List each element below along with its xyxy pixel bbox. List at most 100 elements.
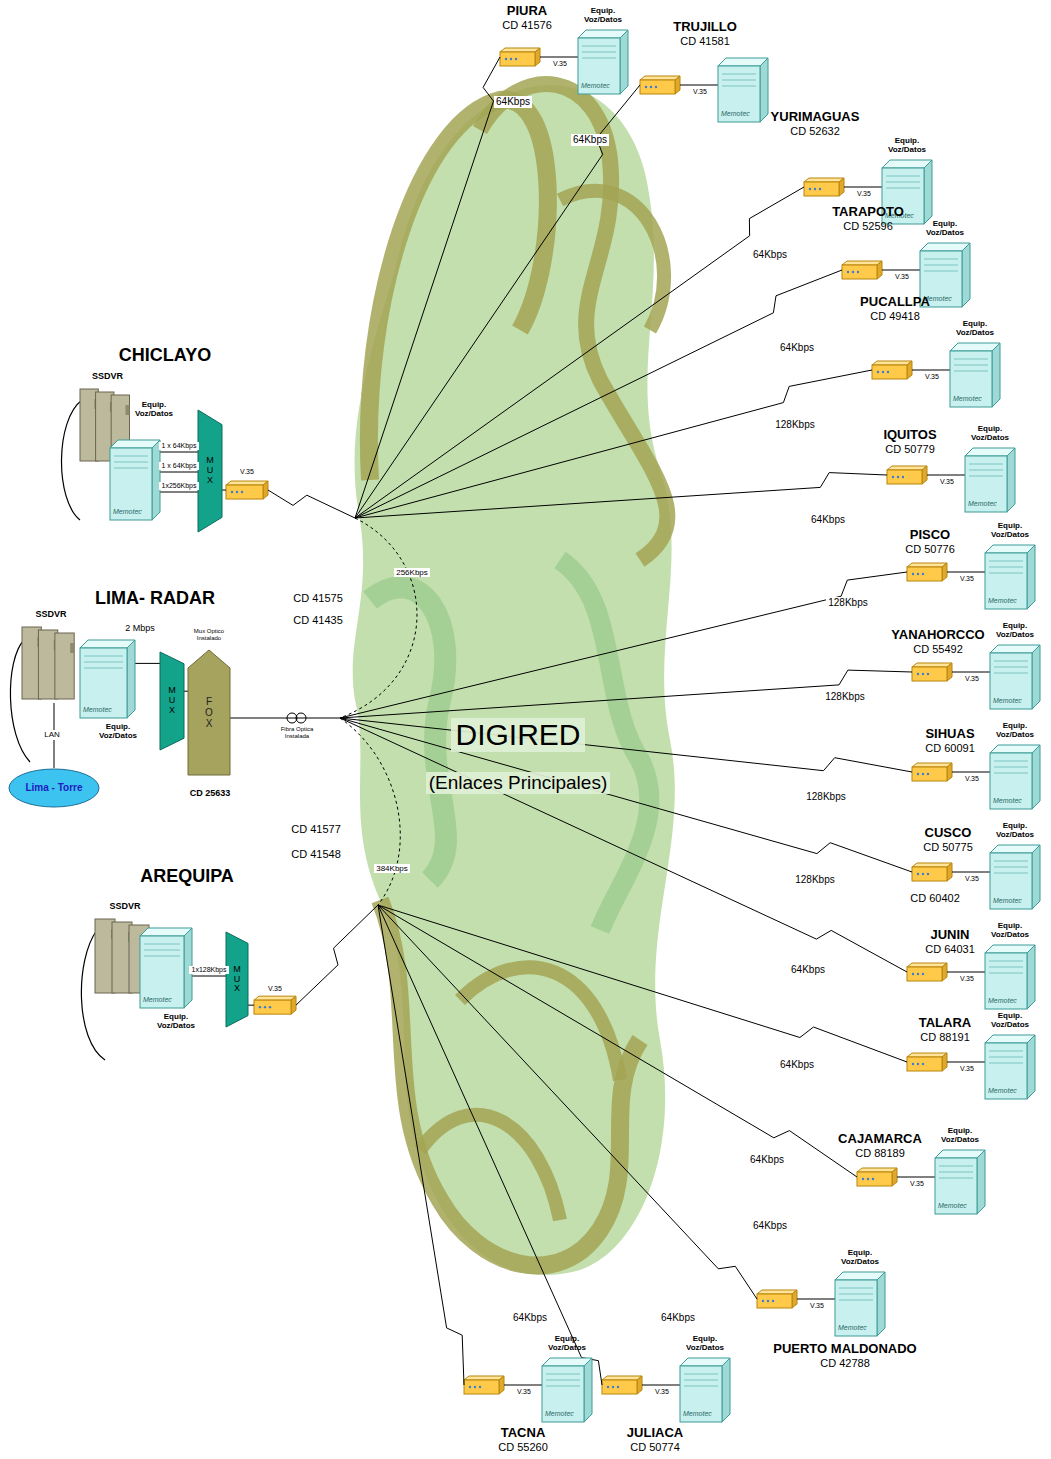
unit-slot	[546, 1386, 580, 1387]
text-label: CD 88189	[855, 1147, 905, 1160]
text-label: CD 60091	[925, 742, 975, 755]
text-label: CD 50776	[905, 543, 955, 556]
unit-slot	[582, 46, 616, 47]
brand-label: Memotec	[683, 1410, 712, 1418]
modem-top	[226, 481, 268, 485]
modem-light	[917, 773, 919, 775]
brand-label: Memotec	[83, 706, 112, 714]
text-label: V.35	[965, 775, 979, 783]
mux-body	[198, 410, 222, 532]
unit-side	[620, 30, 628, 94]
unit-slot	[546, 1374, 580, 1375]
unit-heading: Equip. Voz/Datos	[991, 721, 1039, 739]
link-label: 64Kbps	[789, 964, 827, 976]
link-label: 1x256Kbps	[159, 482, 198, 490]
unit-front	[990, 853, 1032, 909]
modem-light	[862, 1178, 864, 1180]
text-label: CD 52632	[790, 125, 840, 138]
site-title: AREQUIPA	[140, 866, 234, 887]
modem-top	[887, 466, 927, 470]
text-label: PIURA	[507, 4, 547, 19]
text-label: CD 41548	[291, 848, 341, 861]
modem-light	[927, 873, 929, 875]
text-label: PUERTO MALDONADO	[773, 1342, 916, 1357]
brand-label: Memotec	[988, 1087, 1017, 1095]
modem-light	[917, 673, 919, 675]
brand-label: Memotec	[953, 395, 982, 403]
unit-side	[1027, 545, 1035, 609]
unit-slot	[886, 182, 920, 183]
modem-side	[499, 1376, 504, 1394]
memotec-unit: Equip. Voz/DatosMemotec	[990, 745, 1040, 809]
modem-light	[912, 973, 914, 975]
unit-slot	[994, 761, 1028, 762]
text-label: V.35	[965, 675, 979, 683]
text-label: TRUJILLO	[673, 20, 737, 35]
link-line	[355, 57, 578, 518]
modem-light	[922, 573, 924, 575]
modem-light	[867, 1178, 869, 1180]
unit-slot	[924, 265, 958, 266]
unit-slot	[989, 961, 1023, 962]
unit-heading: Equip. Voz/Datos	[986, 521, 1034, 539]
modem-light	[917, 573, 919, 575]
modem-light	[902, 476, 904, 478]
modem-light	[847, 271, 849, 273]
unit-front	[680, 1366, 722, 1422]
unit-side	[877, 1272, 885, 1336]
link-label: 64Kbps	[809, 514, 847, 526]
brand-label: Memotec	[143, 996, 172, 1004]
link-label: V.35	[266, 985, 284, 993]
modem-light	[877, 371, 879, 373]
rack-panel	[55, 633, 74, 699]
modem-side	[942, 963, 947, 981]
modem-front	[912, 867, 947, 881]
text-label: CD 42788	[820, 1357, 870, 1370]
ssdvr-rack: SSDVR	[22, 623, 80, 703]
unit-slot	[989, 561, 1023, 562]
text-label: JUNIN	[930, 928, 969, 943]
unit-heading: Equip. Voz/Datos	[951, 319, 999, 337]
unit-slot	[989, 1063, 1023, 1064]
modem-light	[505, 58, 507, 60]
fox-body	[188, 650, 230, 775]
link-line	[135, 663, 160, 664]
unit-slot	[994, 661, 1028, 662]
unit-side	[127, 640, 135, 718]
unit-slot	[969, 464, 1003, 465]
modem-light	[264, 1006, 266, 1008]
unit-slot	[969, 476, 1003, 477]
modem-front	[887, 470, 922, 484]
unit-side	[760, 58, 768, 122]
fox-heading: Mux Optico Instalado	[186, 628, 232, 642]
text-label: YURIMAGUAS	[771, 110, 860, 125]
modem-top	[872, 361, 912, 365]
unit-slot	[839, 1288, 873, 1289]
text-label: CD 64031	[925, 943, 975, 956]
modem-light	[814, 188, 816, 190]
link-label: 1x128Kbps	[189, 966, 228, 974]
memotec-unit: Equip. Voz/DatosMemotec	[110, 440, 160, 520]
modem-front	[907, 967, 942, 981]
unit-slot	[114, 462, 148, 463]
memotec-unit: Equip. Voz/DatosMemotec	[990, 645, 1040, 709]
unit-slot	[924, 259, 958, 260]
modem-front	[912, 767, 947, 781]
unit-slot	[989, 1051, 1023, 1052]
link-label: 2 Mbps	[123, 623, 157, 633]
link-label: 64Kbps	[511, 1312, 549, 1324]
unit-slot	[994, 667, 1028, 668]
link-line	[340, 718, 990, 872]
text-label: PISCO	[910, 528, 950, 543]
memotec-unit: Equip. Voz/DatosMemotec	[965, 448, 1015, 512]
unit-slot	[839, 1294, 873, 1295]
unit-slot	[989, 567, 1023, 568]
cloud-body	[353, 85, 675, 1275]
unit-slot	[84, 668, 123, 669]
modem-top	[842, 261, 882, 265]
unit-heading: Equip. Voz/Datos	[94, 722, 142, 740]
modem-side	[947, 763, 952, 781]
modem-front	[226, 485, 263, 499]
memotec-unit: Equip. Voz/DatosMemotec	[985, 545, 1035, 609]
text-label: 256Kbps	[394, 568, 430, 577]
